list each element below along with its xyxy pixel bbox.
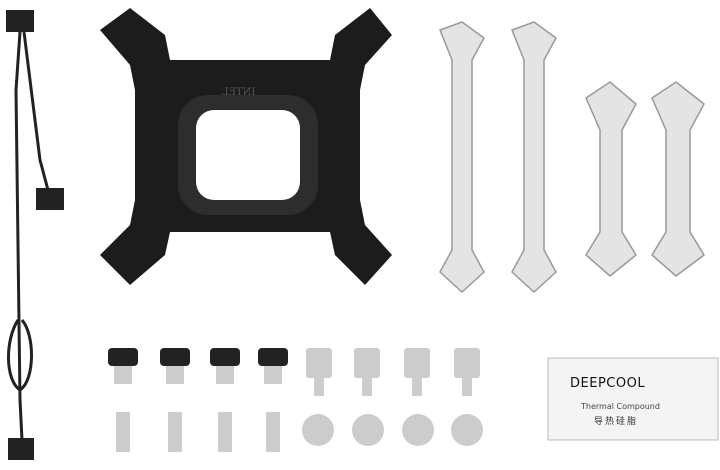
mounting-brackets [439, 21, 705, 294]
product-label-cn: 导热硅脂 [594, 417, 639, 427]
thermal-compound-packet [547, 357, 719, 441]
brand-label: DEEPCOOL [570, 376, 646, 391]
product-label: Thermal Compound [581, 402, 660, 411]
intel-backplate [100, 8, 392, 285]
screws-and-nuts [108, 348, 483, 452]
fan-splitter-cable [6, 10, 64, 460]
intel-emboss: INTEL [222, 87, 256, 98]
